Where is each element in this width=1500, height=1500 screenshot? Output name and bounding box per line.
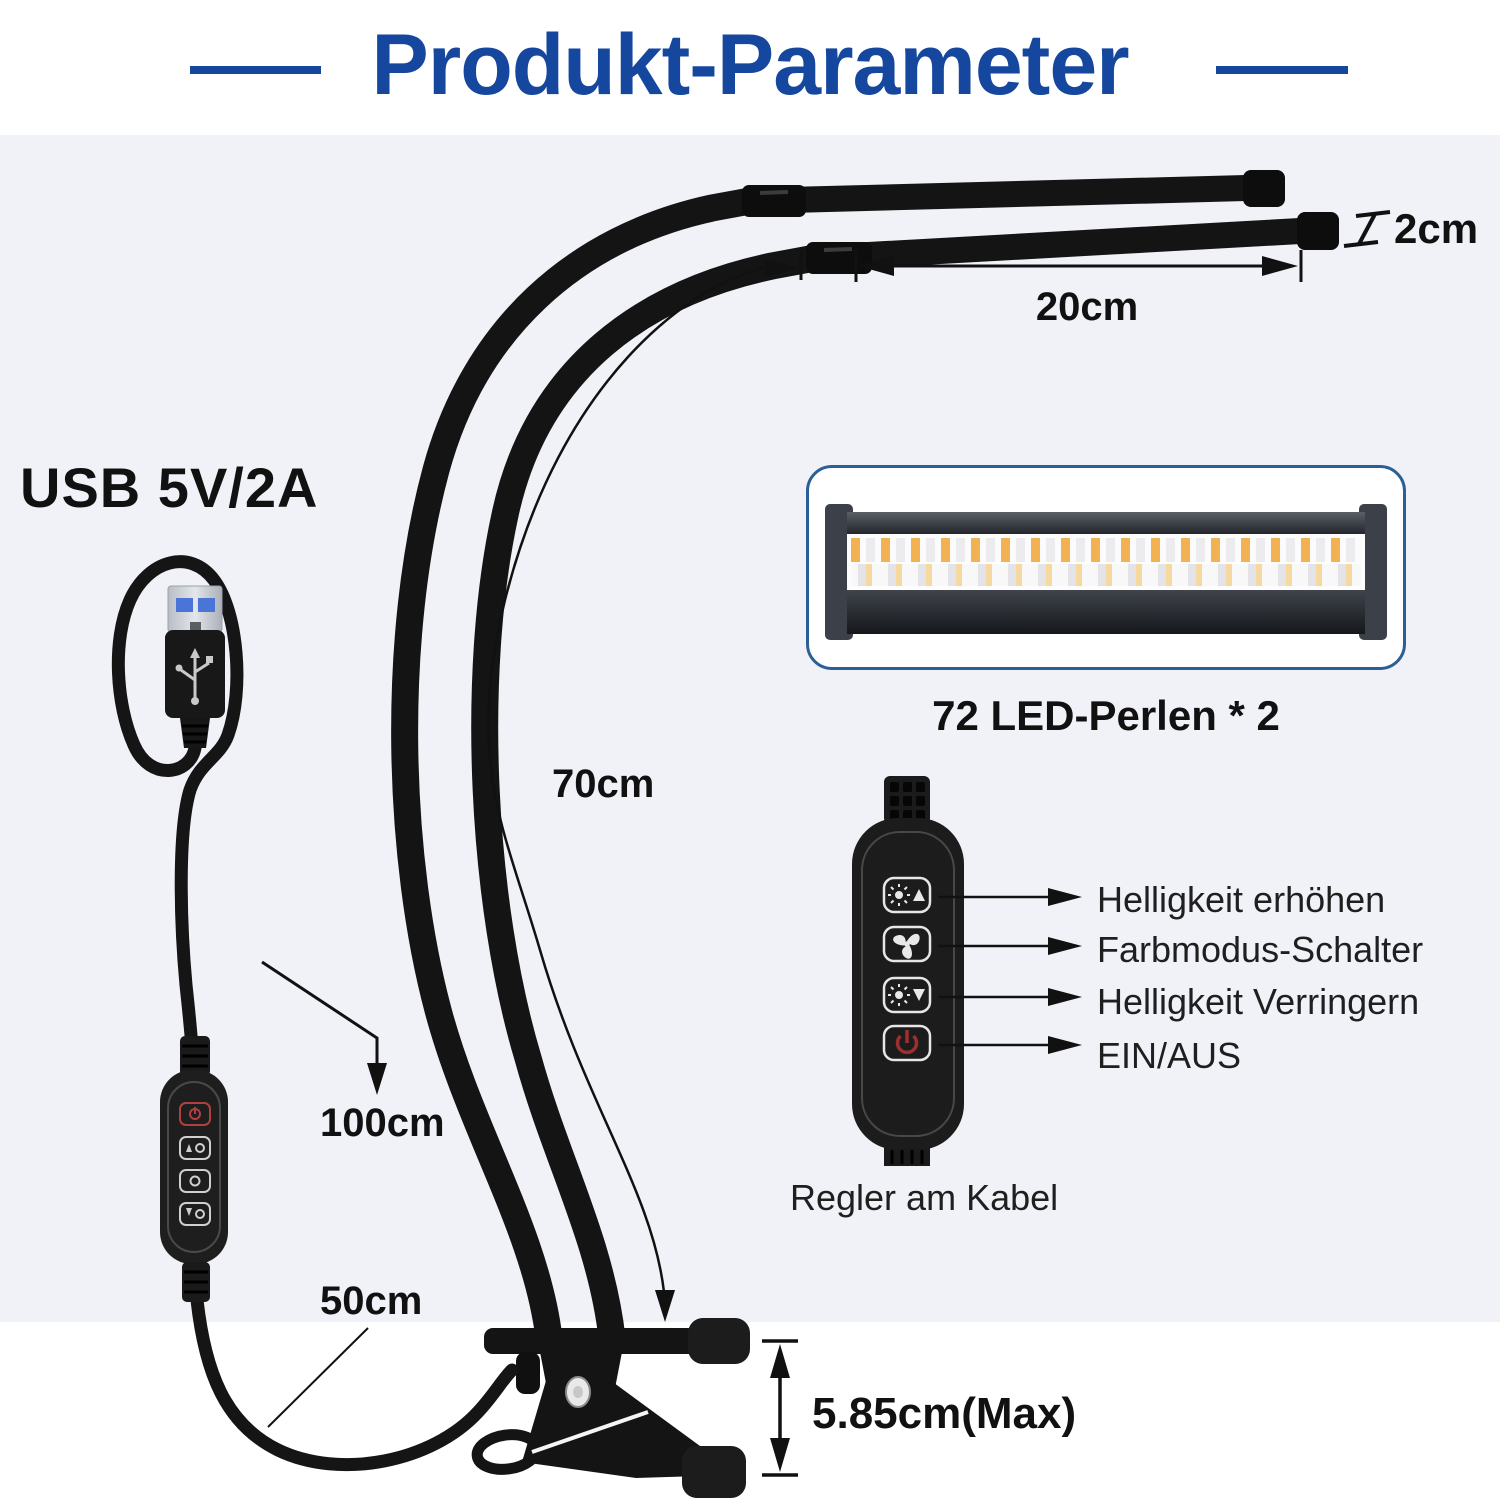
brightness-down-label: Helligkeit Verringern [1097,981,1420,1022]
controller-body [852,818,964,1150]
usb-plug [165,585,225,748]
power-label: EIN/AUS [1097,1035,1242,1076]
inline-controller [160,1036,228,1302]
lamp-arms [391,170,1339,1352]
bar-diameter-label: 2cm [1394,205,1479,252]
controller-caption: Regler am Kabel [790,1177,1059,1218]
bar-joint-front [806,242,872,274]
page-title: Produkt-Parameter [371,17,1129,113]
led-bar-bottom-rail [847,590,1365,634]
power-cable [111,555,519,1472]
inline-brightness-up-button [179,1136,211,1160]
inline-power-button [179,1102,211,1126]
usb-spec-label: USB 5V/2A [20,456,319,519]
inline-color-mode-button [179,1169,211,1193]
title-rule-right [1216,66,1348,74]
brightness-down-icon [888,984,925,1006]
clamp [471,1318,750,1498]
power-icon [895,1030,919,1055]
brightness-down-button [882,976,932,1014]
controller-remote [852,776,964,1166]
clamp-opening-label: 5.85cm(Max) [812,1389,1077,1438]
bar-diameter-mark [1343,210,1391,248]
clamp-spring [471,1429,543,1475]
inline-brightness-down-button [179,1202,211,1226]
title-rule-left [190,66,321,74]
button-callout-arrows [938,895,1050,1047]
lamp-bar-front [814,218,1301,271]
cable-length-label: 100cm [320,1101,445,1145]
led-chip-row [851,564,1361,586]
gooseneck-length-curve [487,266,766,1293]
gooseneck-arm-front [471,244,829,1352]
bar-endcap-front [1297,212,1339,250]
clamp-top-pad [688,1318,750,1364]
clip-cable-pointer [267,1327,369,1428]
power-button [882,1024,932,1062]
clamp-knob [516,1352,540,1394]
bar-joint-rear [742,185,806,217]
color-mode-icon [893,933,920,959]
gooseneck-length-label: 70cm [552,762,655,806]
cable-length-pointer [261,960,379,1064]
led-closeup-panel [806,465,1406,670]
led-count-caption: 72 LED-Perlen * 2 [932,692,1280,739]
usb-trident-icon [175,648,213,705]
gooseneck-arm-rear [391,187,764,1352]
led-bar-top-rail [847,512,1365,534]
bar-endcap-rear [1243,170,1285,207]
brightness-up-label: Helligkeit erhöhen [1097,879,1386,920]
measurement-annotations [261,210,1391,1477]
color-mode-label: Farbmodus-Schalter [1097,929,1424,970]
bar-length-label: 20cm [1035,285,1139,329]
lamp-bar-rear [749,175,1247,214]
led-chip-row [851,538,1361,562]
background-panel [0,135,1500,1322]
led-diffuser-strip [847,534,1365,590]
brightness-up-icon [888,884,925,906]
color-mode-button [882,925,932,963]
brightness-up-button [882,876,932,914]
clamp-bottom-pad [682,1446,746,1498]
clip-cable-length-label: 50cm [320,1279,423,1323]
